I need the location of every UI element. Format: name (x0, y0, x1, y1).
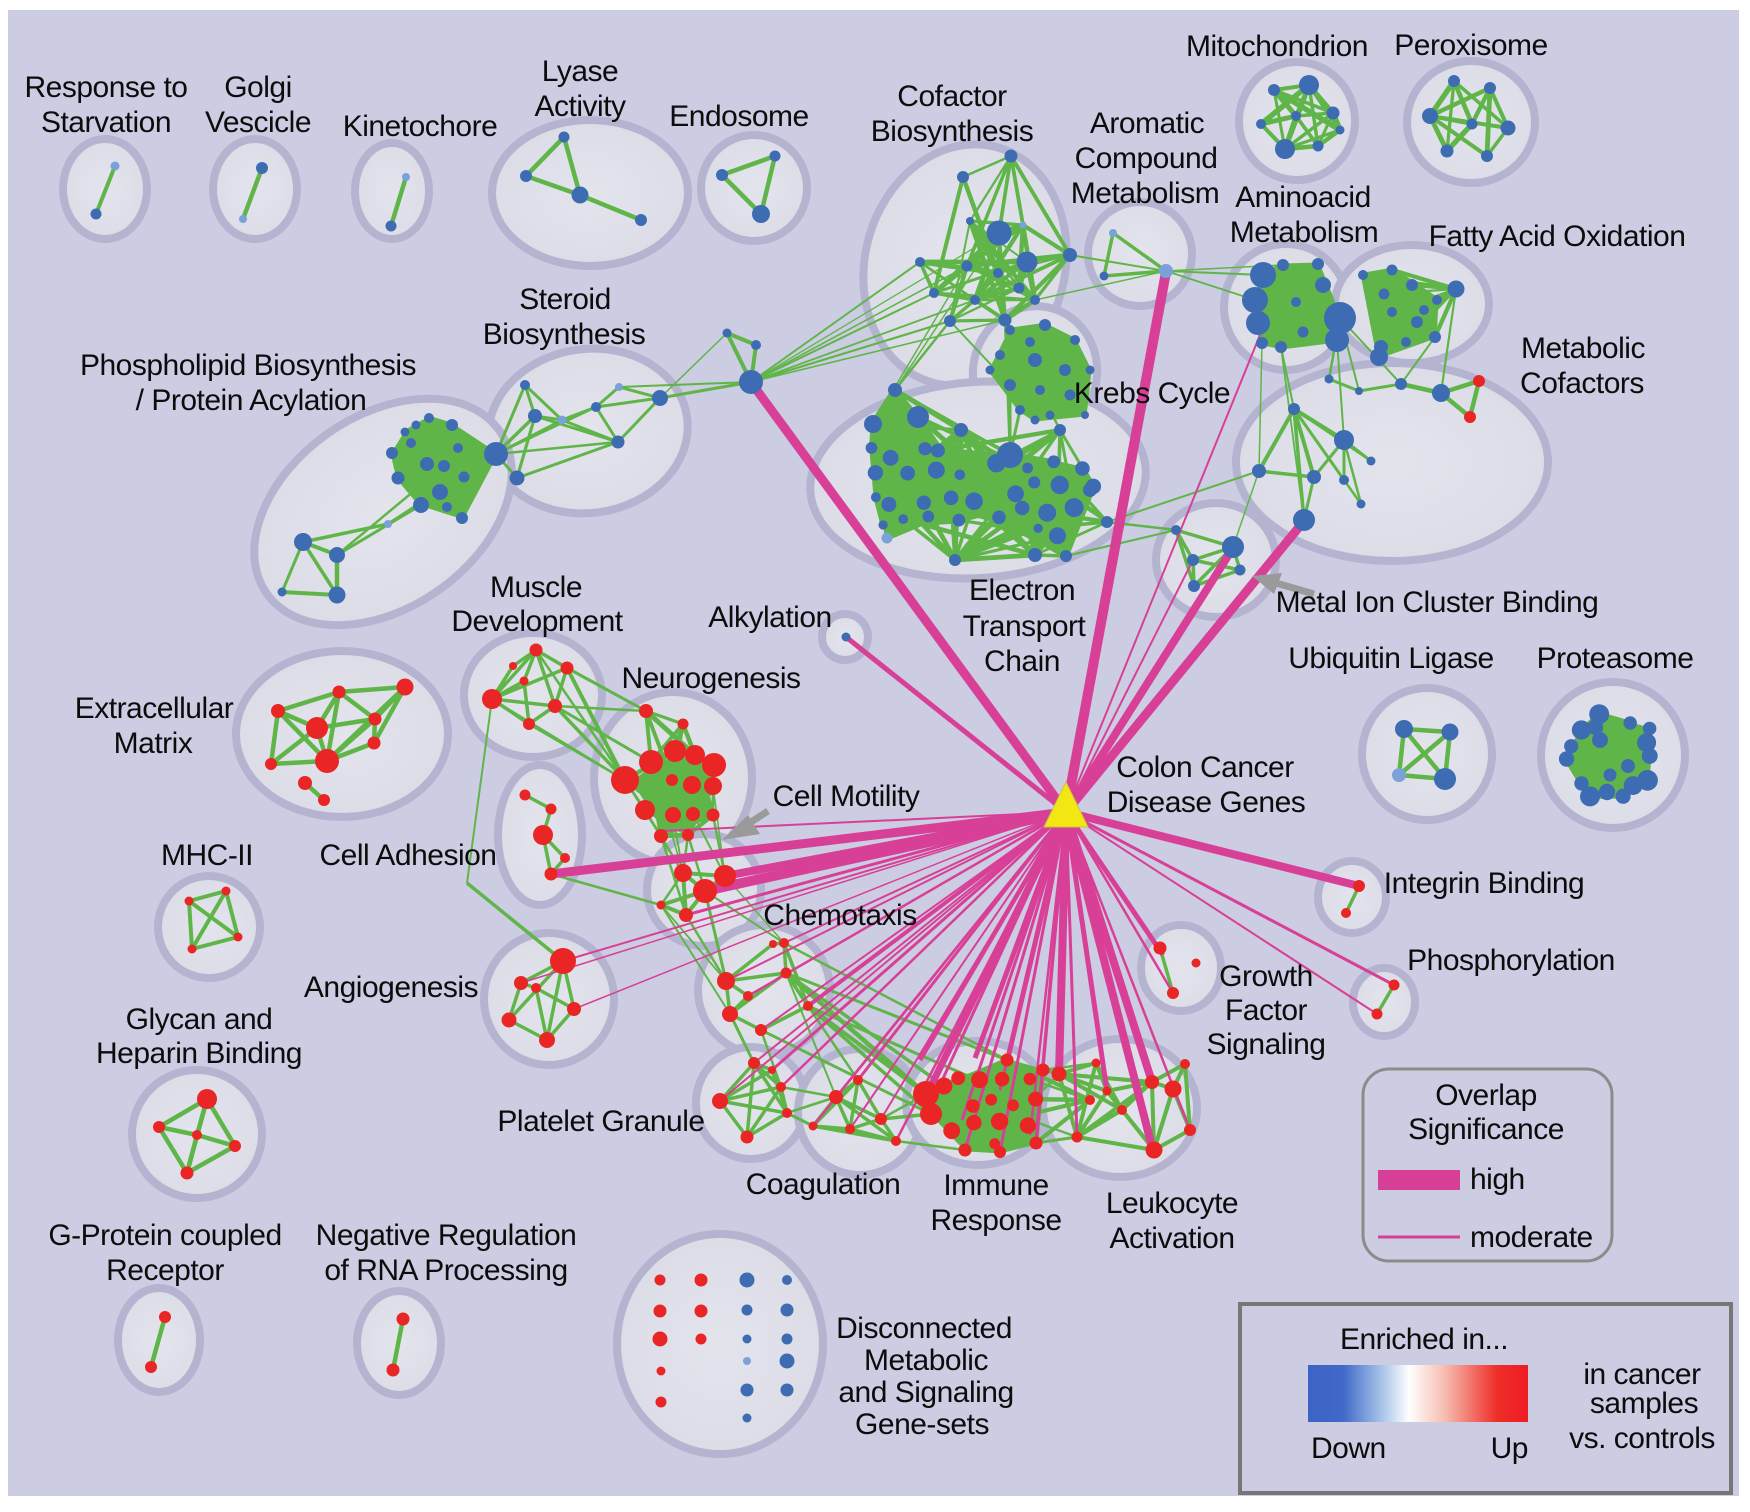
svg-text:Fatty Acid Oxidation: Fatty Acid Oxidation (1429, 220, 1686, 253)
svg-text:/ Protein Acylation: / Protein Acylation (136, 384, 367, 417)
svg-text:Metabolic: Metabolic (1521, 332, 1645, 365)
svg-text:Metabolism: Metabolism (1230, 216, 1378, 249)
svg-text:Activity: Activity (534, 90, 626, 123)
svg-text:high: high (1470, 1163, 1525, 1196)
svg-text:Leukocyte: Leukocyte (1106, 1187, 1238, 1220)
svg-text:Metal Ion Cluster Binding: Metal Ion Cluster Binding (1276, 586, 1599, 619)
svg-text:Enriched in...: Enriched in... (1340, 1323, 1508, 1356)
svg-text:Krebs Cycle: Krebs Cycle (1074, 377, 1230, 410)
svg-text:Angiogenesis: Angiogenesis (304, 971, 478, 1004)
svg-text:Phosphorylation: Phosphorylation (1407, 944, 1615, 977)
svg-text:Heparin Binding: Heparin Binding (96, 1037, 302, 1070)
svg-text:Cofactor: Cofactor (897, 80, 1007, 113)
svg-text:Negative Regulation: Negative Regulation (316, 1219, 577, 1252)
svg-text:Down: Down (1311, 1432, 1386, 1465)
svg-text:Integrin Binding: Integrin Binding (1384, 867, 1584, 900)
svg-text:Metabolism: Metabolism (1071, 177, 1219, 210)
svg-text:Disease Genes: Disease Genes (1107, 786, 1306, 819)
svg-text:Growth: Growth (1219, 960, 1313, 993)
svg-text:Cell Motility: Cell Motility (773, 780, 920, 813)
svg-text:Biosynthesis: Biosynthesis (871, 115, 1033, 148)
svg-text:Gene-sets: Gene-sets (855, 1408, 989, 1441)
svg-text:Aminoacid: Aminoacid (1235, 181, 1371, 214)
svg-text:Signaling: Signaling (1207, 1028, 1326, 1061)
svg-text:Compound: Compound (1075, 142, 1218, 175)
svg-text:Ubiquitin Ligase: Ubiquitin Ligase (1288, 642, 1493, 675)
svg-text:Biosynthesis: Biosynthesis (483, 318, 645, 351)
svg-text:Chemotaxis: Chemotaxis (763, 899, 916, 932)
svg-text:Cell Adhesion: Cell Adhesion (320, 839, 497, 872)
svg-text:samples: samples (1590, 1387, 1698, 1420)
svg-text:Disconnected: Disconnected (836, 1312, 1012, 1345)
svg-text:Response: Response (930, 1204, 1061, 1237)
svg-text:Steroid: Steroid (519, 283, 611, 316)
svg-text:Cofactors: Cofactors (1520, 367, 1644, 400)
svg-text:Up: Up (1491, 1432, 1528, 1465)
svg-text:Vescicle: Vescicle (205, 106, 311, 139)
svg-text:Alkylation: Alkylation (708, 601, 831, 634)
svg-text:Metabolic: Metabolic (864, 1344, 988, 1377)
svg-text:Development: Development (451, 605, 623, 638)
svg-text:Neurogenesis: Neurogenesis (621, 662, 800, 695)
svg-text:Matrix: Matrix (114, 727, 193, 760)
svg-text:Proteasome: Proteasome (1537, 642, 1694, 675)
svg-text:vs. controls: vs. controls (1569, 1422, 1715, 1455)
svg-text:Peroxisome: Peroxisome (1394, 29, 1547, 62)
svg-text:Chain: Chain (984, 645, 1060, 678)
svg-text:and Signaling: and Signaling (838, 1376, 1013, 1409)
svg-text:Muscle: Muscle (490, 571, 582, 604)
svg-text:Factor: Factor (1225, 994, 1308, 1027)
svg-text:Response to: Response to (25, 71, 188, 104)
svg-text:Endosome: Endosome (669, 100, 808, 133)
svg-text:Coagulation: Coagulation (746, 1168, 901, 1201)
svg-text:moderate: moderate (1470, 1221, 1593, 1254)
svg-text:Overlap: Overlap (1435, 1079, 1537, 1112)
svg-text:Extracellular: Extracellular (75, 692, 234, 725)
svg-text:Significance: Significance (1408, 1113, 1564, 1146)
svg-text:Immune: Immune (943, 1169, 1048, 1202)
svg-text:Starvation: Starvation (41, 106, 171, 139)
svg-text:Lyase: Lyase (542, 55, 618, 88)
svg-text:Receptor: Receptor (106, 1254, 224, 1287)
svg-text:Aromatic: Aromatic (1090, 107, 1205, 140)
svg-text:G-Protein coupled: G-Protein coupled (48, 1219, 281, 1252)
svg-text:Electron: Electron (969, 574, 1075, 607)
svg-text:MHC-II: MHC-II (161, 839, 253, 872)
svg-text:Kinetochore: Kinetochore (343, 110, 498, 143)
svg-text:Transport: Transport (963, 610, 1087, 643)
svg-text:Colon Cancer: Colon Cancer (1116, 751, 1294, 784)
svg-text:Glycan and: Glycan and (126, 1003, 273, 1036)
svg-text:Golgi: Golgi (224, 71, 292, 104)
svg-text:of RNA Processing: of RNA Processing (324, 1254, 567, 1287)
svg-text:Phospholipid Biosynthesis: Phospholipid Biosynthesis (80, 349, 416, 382)
svg-text:Mitochondrion: Mitochondrion (1186, 30, 1368, 63)
svg-text:Platelet Granule: Platelet Granule (497, 1105, 704, 1138)
svg-text:Activation: Activation (1109, 1222, 1234, 1255)
